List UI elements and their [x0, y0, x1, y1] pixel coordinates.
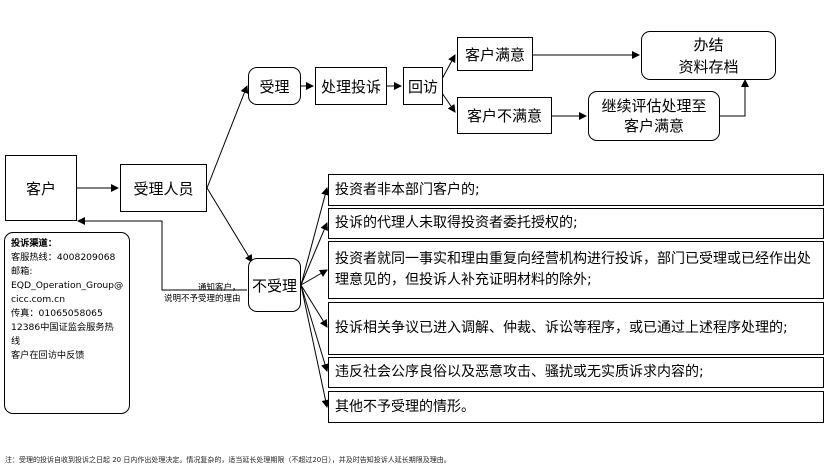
handle-complaint-box: 处理投诉: [315, 67, 387, 105]
reject-reason-6: 其他不予受理的情形。: [328, 391, 824, 423]
continue-evaluation-box: 继续评估处理至客户满意: [588, 91, 720, 141]
reject-reason-5: 违反社会公序良俗以及恶意攻击、骚扰或无实质诉求内容的;: [328, 357, 824, 388]
reject-reason-1: 投资者非本部门客户的;: [328, 174, 824, 206]
email-address-line2: cicc.com.cn: [11, 294, 66, 305]
customer-box: 客户: [5, 155, 77, 221]
channels-title: 投诉渠道：: [11, 238, 57, 249]
done-label: 办结: [693, 35, 724, 54]
accept-box: 受理: [248, 67, 301, 105]
email-address-line1: EQD_Operation_Group@: [11, 280, 124, 291]
email-label: 邮箱:: [11, 266, 33, 277]
csrc-hotline-line2: 线: [11, 336, 21, 347]
hotline-text: 客服热线：4008209068: [11, 252, 116, 263]
csrc-hotline-line1: 12386中国证监会服务热: [11, 322, 114, 333]
reject-reason-3: 投资者就同一事实和理由重复向经营机构进行投诉，部门已受理或已经作出处理意见的，但…: [328, 241, 824, 299]
archive-label: 资料存档: [678, 57, 739, 76]
reject-reason-note: 说明不予受理的理由: [164, 294, 241, 304]
receiver-box: 受理人员: [120, 164, 207, 212]
satisfied-box: 客户满意: [457, 37, 533, 71]
reject-box: 不受理: [248, 258, 301, 312]
notify-customer-label: 通知客户，: [198, 283, 241, 293]
reject-reason-2: 投诉的代理人未取得投资者委托授权的;: [328, 208, 824, 239]
complaint-channels-box: 投诉渠道： 客服热线：4008209068 邮箱: EQD_Operation_…: [4, 232, 130, 414]
footnote: 注：受理的投诉自收到投诉之日起 20 日内作出处理决定。情况复杂的，适当延长处理…: [5, 456, 451, 464]
unsatisfied-box: 客户不满意: [457, 97, 552, 134]
done-archive-box: 办结 资料存档: [641, 31, 776, 80]
revisit-feedback-text: 客户在回访中反馈: [11, 350, 85, 361]
reject-reason-4: 投诉相关争议已进入调解、仲裁、诉讼等程序，或已通过上述程序处理的;: [328, 302, 824, 355]
revisit-box: 回访: [403, 67, 443, 105]
fax-text: 传真：01065058065: [11, 308, 103, 319]
